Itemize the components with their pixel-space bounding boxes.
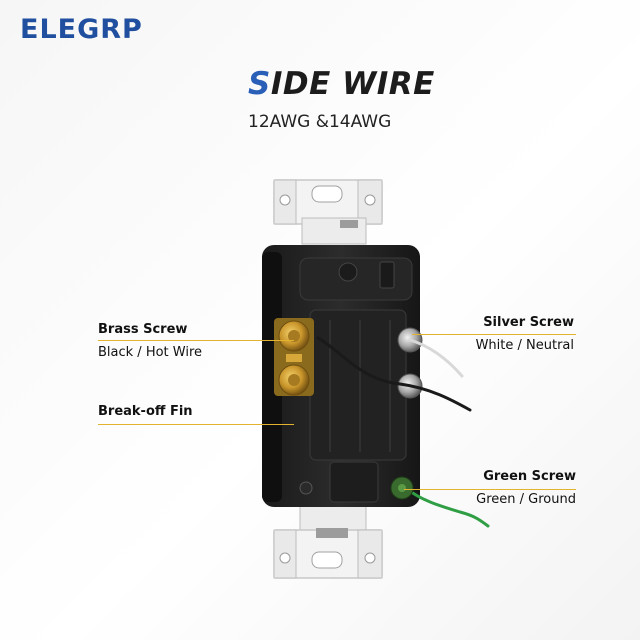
silver-screw-desc: White / Neutral xyxy=(475,338,574,353)
brand-logo: ELEGRP xyxy=(20,14,143,45)
silver-screw-label: Silver Screw xyxy=(483,315,574,330)
brass-screw-label: Brass Screw xyxy=(98,322,188,337)
top-mounting-strap xyxy=(273,179,383,245)
page-subtitle: 12AWG &14AWG xyxy=(248,112,392,132)
green-screw-label: Green Screw xyxy=(483,469,576,484)
bottom-mounting-strap xyxy=(273,504,383,579)
page-title: SIDE WIRE xyxy=(248,66,435,102)
green-screw xyxy=(390,476,414,500)
title-accent-letter: S xyxy=(248,66,271,102)
wires xyxy=(316,336,490,528)
green-screw-leader xyxy=(404,489,576,490)
green-screw-desc: Green / Ground xyxy=(476,492,576,507)
break-off-fin-leader xyxy=(98,424,294,425)
brass-screw-leader xyxy=(98,340,294,341)
silver-screw-leader xyxy=(412,334,576,335)
break-off-fin-label: Break-off Fin xyxy=(98,404,193,419)
brass-screw-desc: Black / Hot Wire xyxy=(98,345,203,360)
brass-screws xyxy=(274,318,314,396)
title-rest: IDE WIRE xyxy=(270,66,435,102)
